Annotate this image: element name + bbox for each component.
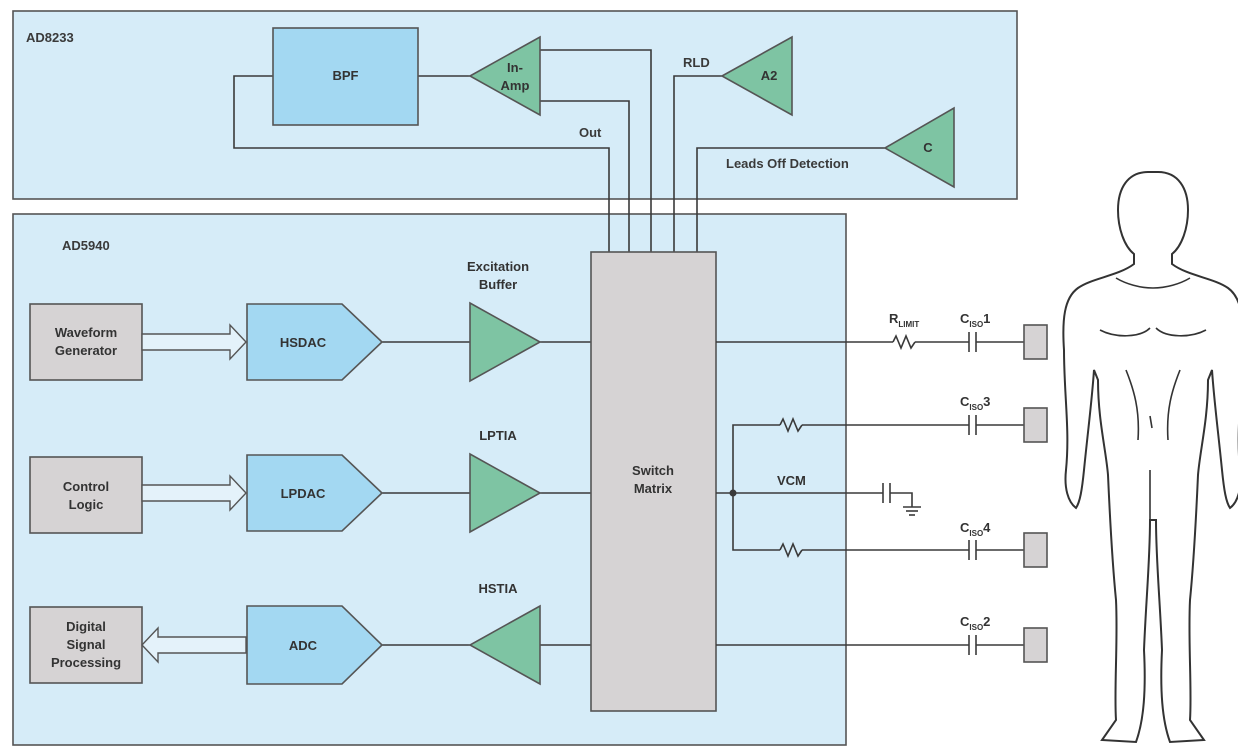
bpf-block bbox=[272, 27, 419, 126]
leads-off-label: Leads Off Detection bbox=[726, 156, 849, 171]
dsp-label-2: Signal bbox=[66, 637, 105, 652]
in-amp-triangle bbox=[468, 35, 541, 117]
hsdac-label: HSDAC bbox=[280, 335, 327, 350]
waveform-label-1: Waveform bbox=[55, 325, 117, 340]
comparator-label: C bbox=[923, 140, 933, 155]
electrode-4 bbox=[1023, 532, 1048, 568]
out-label: Out bbox=[579, 125, 602, 140]
ciso1-label: CISO1 bbox=[960, 311, 990, 329]
bpf-label: BPF bbox=[333, 68, 359, 83]
ad8233-title: AD8233 bbox=[26, 30, 74, 45]
external-wiring bbox=[716, 332, 1024, 655]
vcm-label: VCM bbox=[777, 473, 806, 488]
electrode-3 bbox=[1023, 407, 1048, 443]
lpdac-label: LPDAC bbox=[281, 486, 326, 501]
ad8233-frame bbox=[12, 10, 1018, 200]
control-label-2: Logic bbox=[69, 497, 104, 512]
switch-label-1: Switch bbox=[632, 463, 674, 478]
electrode-1 bbox=[1023, 324, 1048, 360]
human-body-figure bbox=[1062, 171, 1238, 744]
a2-triangle bbox=[720, 35, 793, 117]
rld-label: RLD bbox=[683, 55, 710, 70]
ciso2-label: CISO2 bbox=[960, 614, 990, 632]
dsp-label-3: Processing bbox=[51, 655, 121, 670]
control-label-1: Control bbox=[63, 479, 109, 494]
r-limit-label: RLIMIT bbox=[889, 311, 919, 329]
hstia-triangle bbox=[468, 604, 541, 686]
lptia-triangle bbox=[469, 452, 542, 534]
lpdac-block bbox=[246, 454, 384, 532]
excitation-buffer-triangle bbox=[469, 301, 542, 383]
excitation-label-1: Excitation bbox=[467, 259, 529, 274]
hstia-label: HSTIA bbox=[479, 581, 519, 596]
control-logic-block bbox=[29, 456, 143, 534]
ciso3-label: CISO3 bbox=[960, 394, 990, 412]
switch-matrix-block bbox=[590, 251, 717, 712]
switch-label-2: Matrix bbox=[634, 481, 673, 496]
adc-block bbox=[246, 605, 384, 685]
adc-to-dsp-arrow bbox=[141, 626, 247, 664]
ad5940-title: AD5940 bbox=[62, 238, 110, 253]
dsp-label-1: Digital bbox=[66, 619, 106, 634]
control-to-lpdac-arrow bbox=[141, 474, 247, 512]
in-amp-label-2: Amp bbox=[501, 78, 530, 93]
dsp-block bbox=[29, 606, 143, 684]
adc-label: ADC bbox=[289, 638, 318, 653]
hsdac-block bbox=[246, 303, 384, 381]
electrode-2 bbox=[1023, 627, 1048, 663]
ad8233-wiring bbox=[233, 49, 885, 252]
in-amp-label-1: In- bbox=[507, 60, 523, 75]
ciso4-label: CISO4 bbox=[960, 520, 991, 538]
ad5940-wiring bbox=[382, 341, 591, 646]
a2-label: A2 bbox=[761, 68, 778, 83]
bus-junction-dot bbox=[729, 489, 737, 497]
waveform-to-hsdac-arrow bbox=[141, 323, 247, 361]
waveform-generator-block bbox=[29, 303, 143, 381]
lptia-label: LPTIA bbox=[479, 428, 517, 443]
comparator-triangle bbox=[883, 106, 955, 189]
waveform-label-2: Generator bbox=[55, 343, 117, 358]
excitation-label-2: Buffer bbox=[479, 277, 517, 292]
